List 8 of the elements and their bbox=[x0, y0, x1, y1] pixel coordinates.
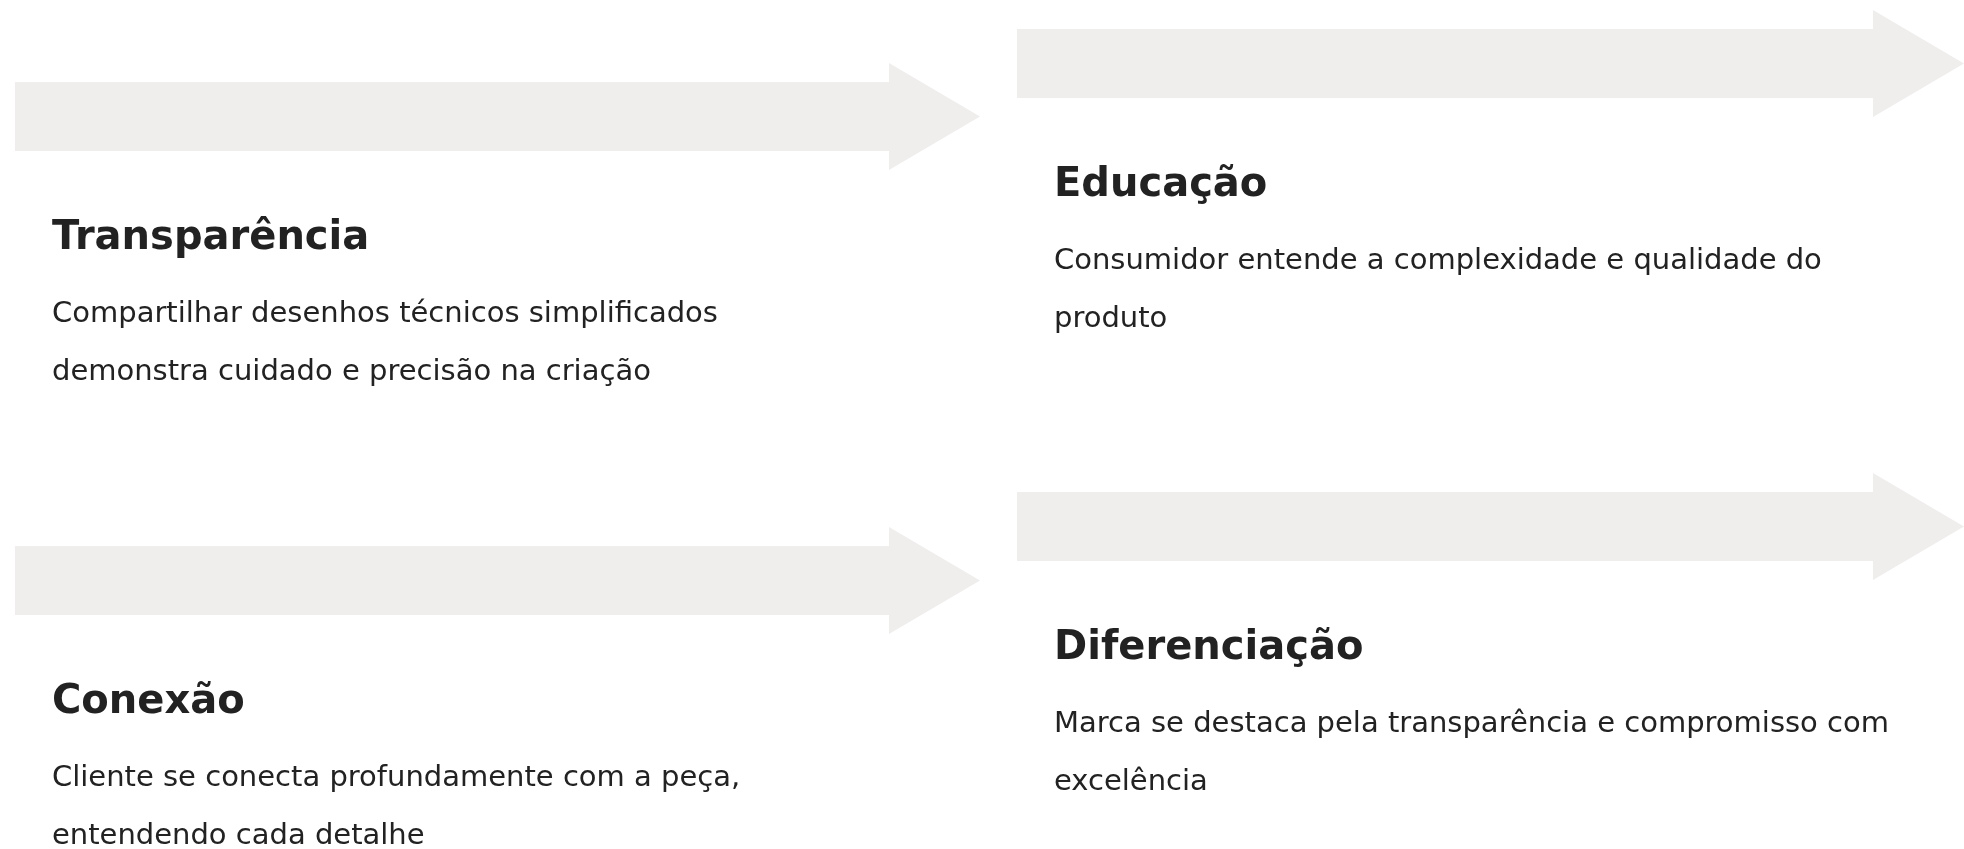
heading: Conexão bbox=[52, 675, 245, 723]
heading: Transparência bbox=[52, 211, 370, 259]
description-text: Marca se destaca pela transparência e compromisso com excelência bbox=[1054, 704, 1890, 799]
description-text: Compartilhar desenhos técnicos simplificados demonstra cuidado e precisão na criação bbox=[52, 294, 719, 389]
description-text: Consumidor entende a complexidade e qualidade do produto bbox=[1054, 241, 1823, 336]
heading: Diferenciação bbox=[1054, 621, 1364, 669]
description-text: Cliente se conecta profundamente com a peça, entendendo cada detalhe bbox=[52, 758, 742, 849]
heading: Educação bbox=[1054, 158, 1268, 206]
